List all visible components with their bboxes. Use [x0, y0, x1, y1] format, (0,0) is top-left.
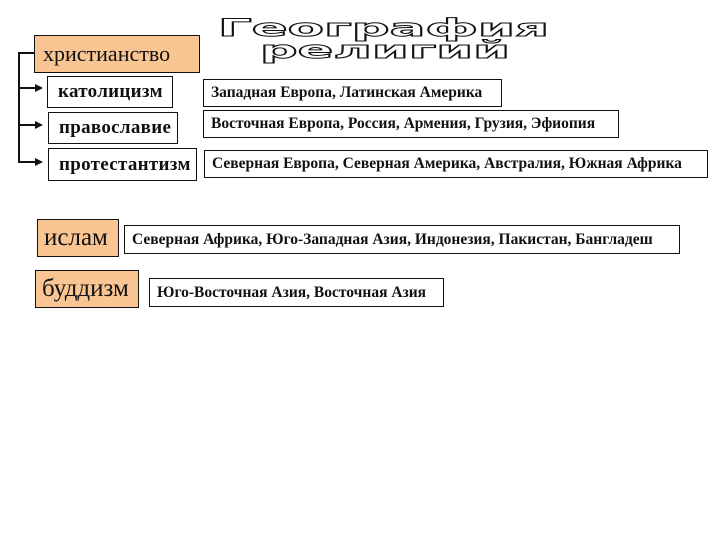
religion-islam: ислам — [37, 219, 119, 257]
arrow-right-icon — [35, 158, 43, 166]
page-title: География религий — [218, 14, 550, 65]
region-orthodoxy: Восточная Европа, Россия, Армения, Грузи… — [203, 110, 619, 138]
region-catholicism: Западная Европа, Латинская Америка — [203, 79, 502, 107]
title-line-2: религий — [260, 36, 510, 64]
connector-arrow-line — [18, 87, 36, 89]
connector-horizontal — [18, 52, 34, 54]
religion-christianity: христианство — [34, 35, 200, 73]
region-label: Восточная Европа, Россия, Армения, Грузи… — [211, 115, 596, 132]
region-label: Северная Европа, Северная Америка, Австр… — [212, 155, 682, 172]
connector-arrow-line — [18, 124, 36, 126]
arrow-right-icon — [35, 84, 43, 92]
region-buddhism: Юго-Восточная Азия, Восточная Азия — [149, 278, 444, 307]
arrow-right-icon — [35, 121, 43, 129]
branch-orthodoxy: православие — [48, 112, 178, 144]
region-label: Западная Европа, Латинская Америка — [211, 84, 483, 101]
title-line-1: География — [218, 14, 549, 42]
region-label: Северная Африка, Юго-Западная Азия, Индо… — [132, 230, 653, 248]
region-label: Юго-Восточная Азия, Восточная Азия — [157, 283, 427, 301]
religion-label: ислам — [44, 224, 108, 251]
branch-label: католицизм — [58, 81, 163, 102]
branch-catholicism: католицизм — [47, 76, 173, 108]
region-islam: Северная Африка, Юго-Западная Азия, Индо… — [124, 225, 680, 254]
connector-vertical — [18, 52, 20, 162]
branch-protestantism: протестантизм — [48, 148, 197, 181]
branch-label: православие — [59, 117, 172, 138]
religion-buddhism: буддизм — [35, 270, 139, 308]
connector-arrow-line — [18, 161, 36, 163]
region-protestantism: Северная Европа, Северная Америка, Австр… — [204, 150, 708, 178]
religion-label: христианство — [43, 41, 171, 66]
branch-label: протестантизм — [59, 153, 191, 175]
religion-label: буддизм — [42, 275, 129, 302]
